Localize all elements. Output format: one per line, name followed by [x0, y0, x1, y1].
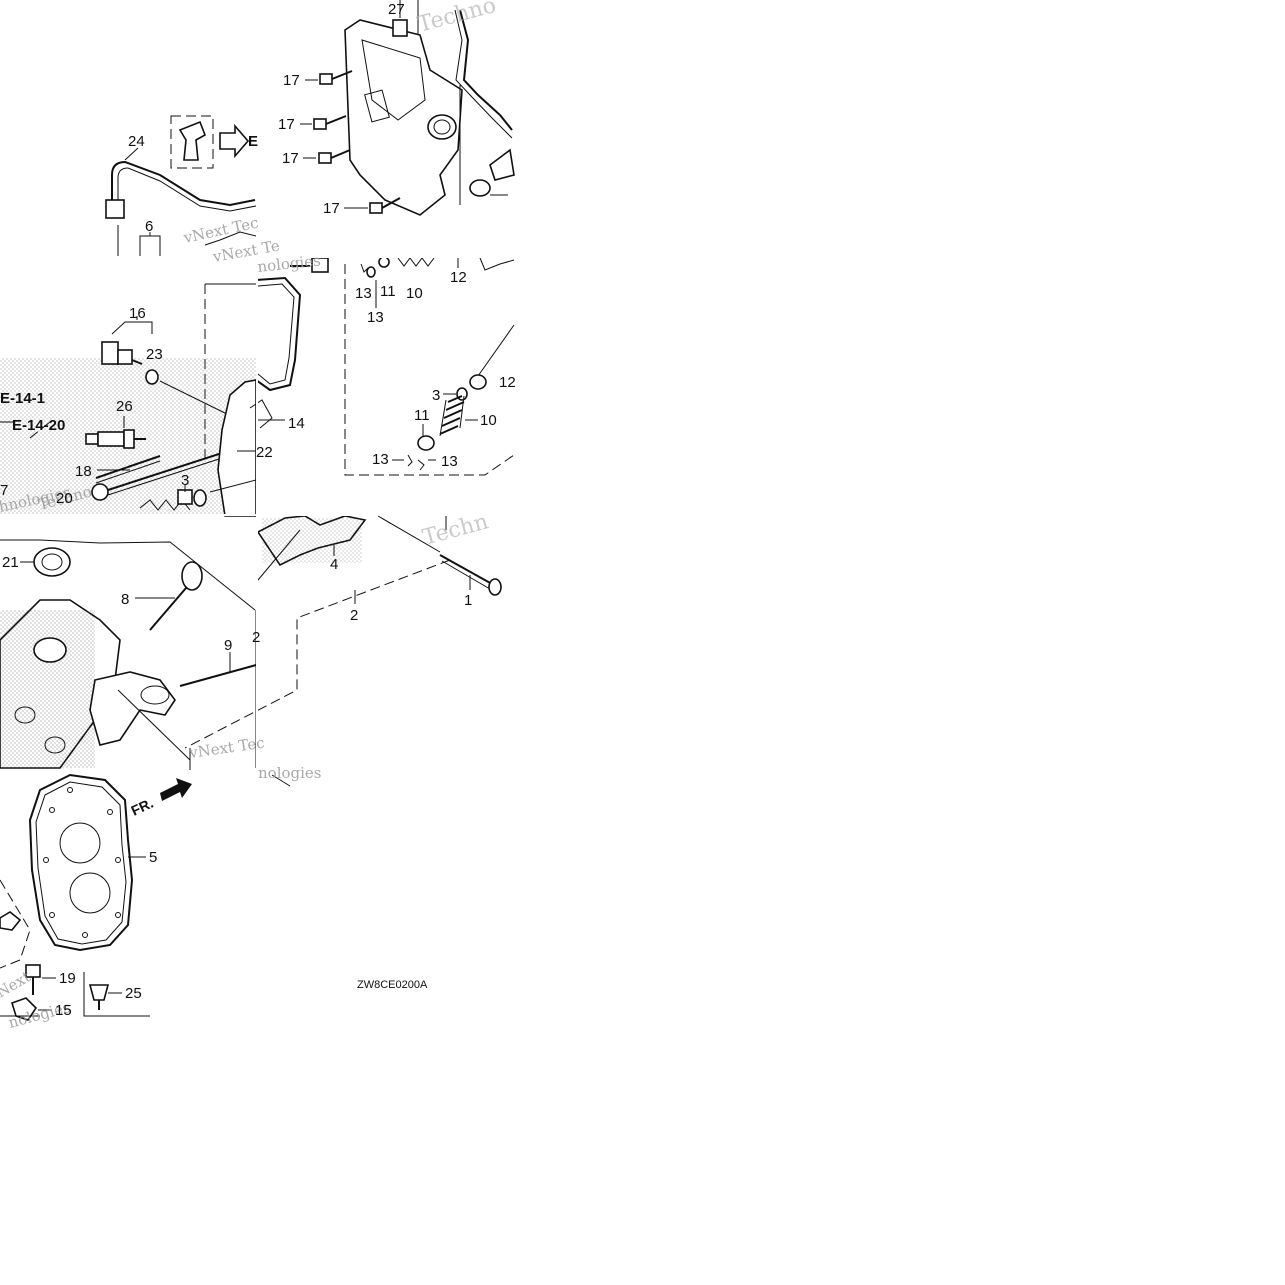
callout-13: 13 [355, 285, 372, 302]
tile-valve-parts [290, 256, 515, 476]
breather-tube [111, 160, 256, 207]
callout-3: 3 [432, 387, 440, 404]
callout-27: 27 [388, 1, 405, 18]
callout-11: 11 [414, 407, 430, 424]
callout-2: 2 [252, 629, 260, 646]
callout-23: 23 [146, 346, 163, 363]
callout-16: 16 [129, 305, 146, 322]
watermark: nologies [258, 764, 322, 782]
gasket-bore-lower [69, 872, 111, 914]
push-rod [179, 664, 257, 687]
tile-head-bolt [184, 515, 502, 749]
callout-6: 6 [145, 218, 153, 235]
tile-sensor [0, 276, 302, 517]
callout-9: 9 [224, 637, 232, 654]
callout-25: 25 [125, 985, 142, 1002]
e-ref-arrow [219, 123, 250, 159]
callout-26: 26 [116, 398, 133, 415]
clip-detail-box [170, 115, 214, 169]
callout-12: 12 [450, 269, 467, 286]
ref-e14-1: E-14-1 [0, 390, 45, 407]
oil-seal [33, 547, 71, 577]
callout-7: 7 [0, 482, 8, 499]
callout-12: 12 [499, 374, 516, 391]
callout-10: 10 [406, 285, 423, 302]
valve-seal [469, 374, 487, 390]
bolt-20-head [91, 483, 109, 501]
callout-19: 19 [59, 970, 76, 987]
callout-3: 3 [181, 472, 189, 489]
tube-end [105, 199, 125, 219]
callout-labels: 27 17 17 17 17 24 6 16 23 26 18 20 3 14 … [0, 1, 516, 1019]
region-gasket [0, 748, 291, 1021]
tile-seams [0, 0, 514, 770]
head-gasket [28, 773, 134, 952]
clip-15 [11, 997, 38, 1021]
callout-18: 18 [75, 463, 92, 480]
callout-2: 2 [350, 607, 358, 624]
callout-14: 14 [288, 415, 305, 432]
drawing-code: ZW8CE0200A [357, 979, 428, 991]
spark-plug [85, 429, 146, 449]
callout-13: 13 [441, 453, 458, 470]
valve-stem-guide [477, 324, 515, 377]
valve-cover [344, 19, 463, 216]
callout-11: 11 [380, 283, 396, 300]
callout-15: 15 [55, 1002, 72, 1019]
grommet [392, 19, 408, 37]
callout-17: 17 [323, 200, 340, 217]
spring-seat [417, 435, 435, 451]
callout-17: 17 [278, 116, 295, 133]
callout-22: 22 [256, 444, 273, 461]
o-ring-seal [469, 179, 491, 197]
callout-17: 17 [282, 150, 299, 167]
front-arrow [160, 778, 192, 801]
ref-e: E [248, 133, 258, 150]
thermo-sensor [101, 341, 143, 365]
bolt-17-a [305, 70, 353, 85]
reference-labels: E-14-1 E-14-20 E [0, 133, 258, 434]
sensor-washer [145, 369, 159, 385]
tile-cylinder-head [0, 539, 257, 769]
callout-20: 20 [56, 490, 73, 507]
bolt-19 [25, 964, 41, 995]
callout-10: 10 [480, 412, 497, 429]
callout-4: 4 [330, 556, 338, 573]
valve-8 [149, 561, 203, 631]
callout-21: 21 [2, 554, 19, 571]
head-bolt [439, 554, 502, 596]
plug-25 [88, 984, 110, 1010]
tile-valve-cover [300, 0, 515, 216]
bolt-17-b [300, 115, 347, 130]
stud-bolt [95, 455, 161, 484]
gasket-bore-upper [59, 822, 101, 864]
callout-5: 5 [149, 849, 157, 866]
valve-spring [439, 395, 465, 437]
callout-24: 24 [128, 133, 145, 150]
callout-8: 8 [121, 591, 129, 608]
watermark: vNext Tec [187, 734, 266, 763]
front-label: FR. [129, 795, 156, 819]
callout-17: 17 [283, 72, 300, 89]
callout-1: 1 [464, 592, 472, 609]
callout-13: 13 [372, 451, 389, 468]
ref-e14-20: E-14-20 [12, 417, 65, 434]
tile-breather [105, 115, 257, 256]
bolt-17-d [344, 197, 401, 214]
bolt-17-c [303, 149, 351, 164]
watermark: Techno [415, 0, 499, 38]
callout-13: 13 [367, 309, 384, 326]
